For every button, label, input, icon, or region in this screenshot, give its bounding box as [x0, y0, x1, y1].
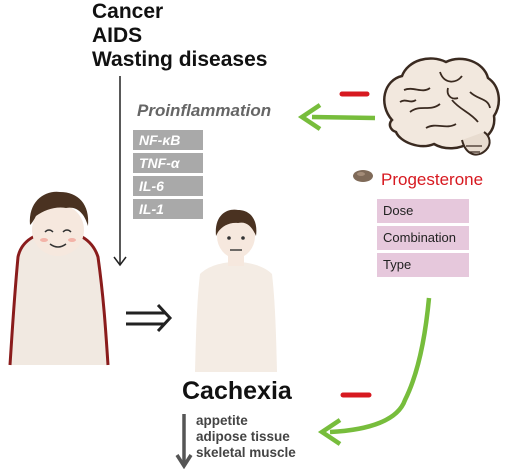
- cachexia-effects-list: appetite adipose tissue skeletal muscle: [196, 413, 296, 461]
- effect-item: adipose tissue: [196, 429, 290, 444]
- cause-item: Wasting diseases: [92, 48, 268, 71]
- progesterone-to-cachexia-arrow: [317, 297, 432, 446]
- effect-item: skeletal muscle: [196, 445, 296, 460]
- marker-nf-kb: NF-κB: [133, 130, 203, 150]
- marker-il-6: IL-6: [133, 176, 203, 196]
- disease-causes-list: Cancer AIDS Wasting diseases: [92, 0, 267, 72]
- cachexia-label: Cachexia: [182, 377, 292, 405]
- transition-arrow: [126, 303, 173, 333]
- thin-person-icon: [195, 209, 277, 372]
- progesterone-label: Progesterone: [381, 170, 484, 189]
- cause-item: Cancer: [92, 0, 164, 23]
- overweight-person-icon: [8, 191, 110, 366]
- factor-combination: Combination: [377, 226, 469, 250]
- brain-icon: [383, 57, 501, 156]
- marker-tnf-alpha: TNF-α: [133, 153, 203, 173]
- factor-type: Type: [377, 253, 469, 277]
- cause-item: AIDS: [92, 24, 143, 47]
- proinflammation-title: Proinflammation: [137, 101, 272, 120]
- progesterone-pill-icon: [353, 170, 373, 182]
- marker-il-1: IL-1: [133, 199, 203, 219]
- cause-to-patient-arrow: [113, 76, 127, 267]
- decrease-arrow: [175, 414, 193, 469]
- effect-item: appetite: [196, 413, 248, 428]
- progesterone-to-inflammation-arrow: [297, 103, 376, 131]
- factor-dose: Dose: [377, 199, 469, 223]
